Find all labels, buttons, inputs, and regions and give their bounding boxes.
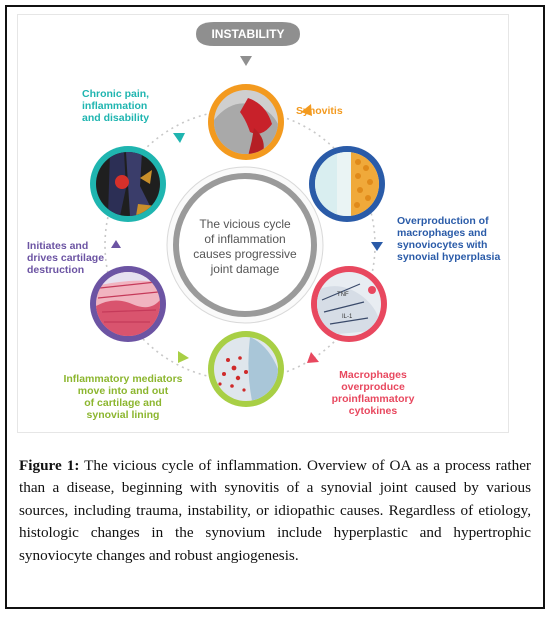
center-line-4: joint damage <box>210 262 280 276</box>
macrophages-image: TNF IL-1 <box>311 266 387 342</box>
overproduction-image <box>309 146 385 222</box>
center-circle: The vicious cycle of inflammation causes… <box>166 166 324 324</box>
arrow-macrophages <box>307 352 319 363</box>
label-chronic: Chronic pain, inflammation and disabilit… <box>82 88 182 124</box>
cycle-diagram: The vicious cycle of inflammation causes… <box>90 22 387 407</box>
overproduction-line-3: synoviocytes with <box>397 239 488 251</box>
mediators-image <box>208 331 284 407</box>
arrow-initiates <box>111 240 121 248</box>
chronic-pain-image <box>90 146 166 222</box>
initiates-line-3: destruction <box>27 264 85 276</box>
arrow-overproduction <box>371 242 383 251</box>
synovitis-text: Synovitis <box>296 105 343 117</box>
mediators-line-2: move into and out <box>77 385 169 397</box>
overproduction-line-2: macrophages and <box>397 227 487 239</box>
center-line-1: The vicious cycle <box>199 217 291 231</box>
macrophages-line-3: proinflammatory <box>331 393 415 405</box>
initiates-line-1: Initiates and <box>27 240 89 252</box>
arrow-synovitis <box>301 104 312 116</box>
instability-badge: INSTABILITY <box>196 22 300 66</box>
il1-label: IL-1 <box>342 314 353 320</box>
label-initiates: Initiates and drives cartilage destructi… <box>27 240 127 276</box>
macrophages-line-2: overproduce <box>341 381 405 393</box>
synovitis-image <box>208 84 284 160</box>
figure-caption: Figure 1: The vicious cycle of inflammat… <box>19 455 531 567</box>
mediators-line-3: of cartilage and <box>84 397 162 409</box>
macrophages-line-1: Macrophages <box>339 369 407 381</box>
label-synovitis: Synovitis <box>296 105 343 117</box>
instability-label: INSTABILITY <box>211 27 284 41</box>
overproduction-line-1: Overproduction of <box>397 215 489 227</box>
arrow-chronic <box>173 133 185 143</box>
chronic-line-1: Chronic pain, <box>82 88 150 100</box>
overproduction-line-4: synovial hyperplasia <box>397 251 501 263</box>
macrophages-line-4: cytokines <box>348 405 398 417</box>
caption-text: The vicious cycle of inflammation. Overv… <box>19 457 531 564</box>
initiates-line-2: drives cartilage <box>27 252 105 264</box>
label-mediators: Inflammatory mediators move into and out… <box>48 373 198 421</box>
tnf-label: TNF <box>337 292 349 298</box>
label-overproduction: Overproduction of macrophages and synovi… <box>397 215 517 263</box>
label-macrophages: Macrophages overproduce proinflammatory … <box>318 369 428 417</box>
center-line-2: of inflammation <box>204 232 285 246</box>
mediators-line-4: synovial lining <box>86 409 160 421</box>
instability-arrow <box>240 56 252 66</box>
initiates-image <box>90 266 166 342</box>
chronic-line-2: inflammation <box>82 100 148 112</box>
mediators-line-1: Inflammatory mediators <box>63 373 183 385</box>
arrow-mediators <box>178 351 189 363</box>
center-line-3: causes progressive <box>193 247 297 261</box>
chronic-line-3: and disability <box>82 112 150 124</box>
caption-label: Figure 1: <box>19 457 80 474</box>
